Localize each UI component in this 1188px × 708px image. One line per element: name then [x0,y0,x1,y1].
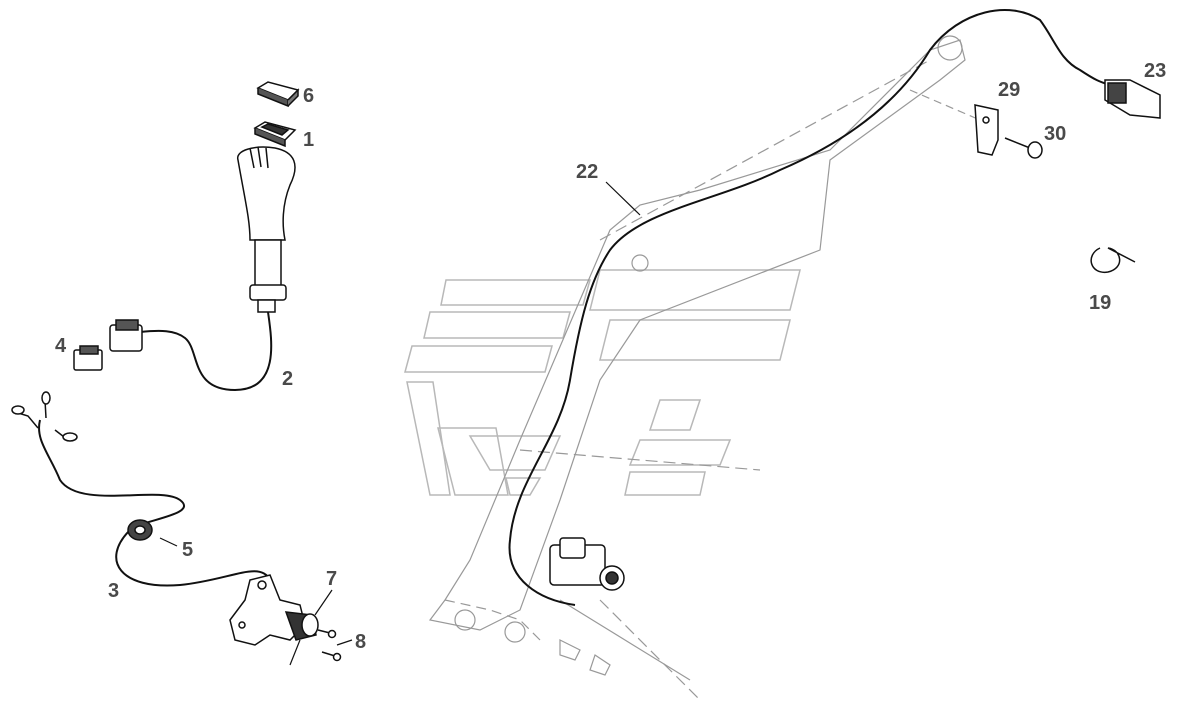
boom-arm [428,35,981,701]
watermark-logo [404,269,801,496]
callout-2: 2 [282,368,294,390]
callout-22: 22 [576,161,599,183]
leader-lines [159,181,641,646]
callout-6: 6 [303,85,315,107]
screws-8 [317,629,342,662]
grommet-5 [127,519,153,541]
callout-29: 29 [998,79,1021,101]
callout-8: 8 [355,631,367,653]
bracket-29 [974,104,999,156]
valve-assembly [549,537,625,591]
cable-tie-19 [1090,247,1136,273]
cap-6 [256,81,300,108]
callout-23: 23 [1144,60,1167,82]
screw-30 [1004,137,1043,159]
connector-23 [1104,79,1161,119]
callout-4: 4 [55,335,67,357]
joystick-handle-2 [237,146,296,313]
switch-1 [253,121,297,148]
joystick-cable [139,311,273,392]
callout-1: 1 [303,129,315,151]
plug-4 [73,319,143,371]
callout-30: 30 [1044,123,1067,145]
callout-3: 3 [108,580,120,602]
cable-3 [38,419,271,587]
callout-5: 5 [182,539,194,561]
callout-7: 7 [326,568,338,590]
bracket-lead [289,639,301,666]
wiring-harness [508,9,1111,606]
callout-19: 19 [1089,292,1112,314]
cable-leads [11,391,78,442]
sensor-bracket-7 [229,574,319,646]
